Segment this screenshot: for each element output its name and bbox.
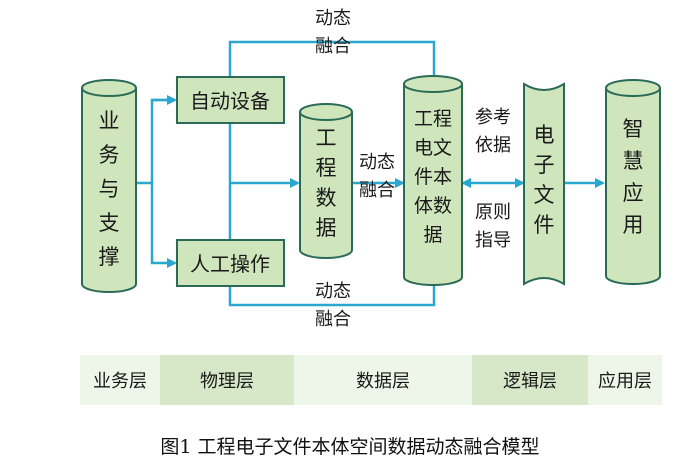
label-dynamic-fusion-mid: 动态融合 (359, 152, 395, 201)
layer-physical: 物理层 (160, 355, 294, 405)
node-eng-data-label: 工程数据 (316, 126, 337, 240)
node-e-file (523, 82, 565, 286)
label-principle: 原则指导 (475, 202, 511, 251)
node-business (81, 79, 137, 293)
layer-business: 业务层 (80, 355, 160, 405)
arrow-bottom-fusion (228, 285, 436, 307)
node-manual-op (176, 239, 285, 287)
layer-bar: 业务层 物理层 数据层 逻辑层 应用层 (80, 355, 662, 405)
arrow-business-to-devices (136, 98, 175, 263)
node-ontology-data-label: 工程电文件本体数据 (414, 108, 452, 246)
node-auto-device (176, 76, 285, 124)
arrow-devices-to-engdata (228, 123, 298, 240)
figure-caption: 图1 工程电子文件本体空间数据动态融合模型 (160, 436, 540, 458)
node-ontology-data (403, 75, 463, 286)
layer-logic: 逻辑层 (472, 355, 588, 405)
label-dynamic-fusion-top: 动态融合 (315, 8, 351, 57)
arrow-top-fusion (228, 40, 436, 77)
label-dynamic-fusion-bottom: 动态融合 (315, 281, 351, 330)
node-smart-app (605, 79, 661, 285)
node-manual-op-label: 人工操作 (190, 252, 270, 276)
node-business-label: 业务与支撑 (99, 109, 120, 269)
node-eng-data (299, 103, 353, 259)
label-reference: 参考依据 (475, 107, 511, 156)
connectors (136, 40, 605, 307)
layer-data: 数据层 (294, 355, 472, 405)
fusion-model-diagram: 业务与支撑 自动设备 人工操作 工程数据 工程电文件本体数据 电子文件 智慧应用… (81, 8, 661, 330)
node-smart-app-label: 智慧应用 (623, 117, 644, 237)
node-auto-device-label: 自动设备 (190, 89, 270, 113)
node-e-file-label: 电子文件 (534, 123, 555, 237)
layer-application: 应用层 (588, 355, 662, 405)
